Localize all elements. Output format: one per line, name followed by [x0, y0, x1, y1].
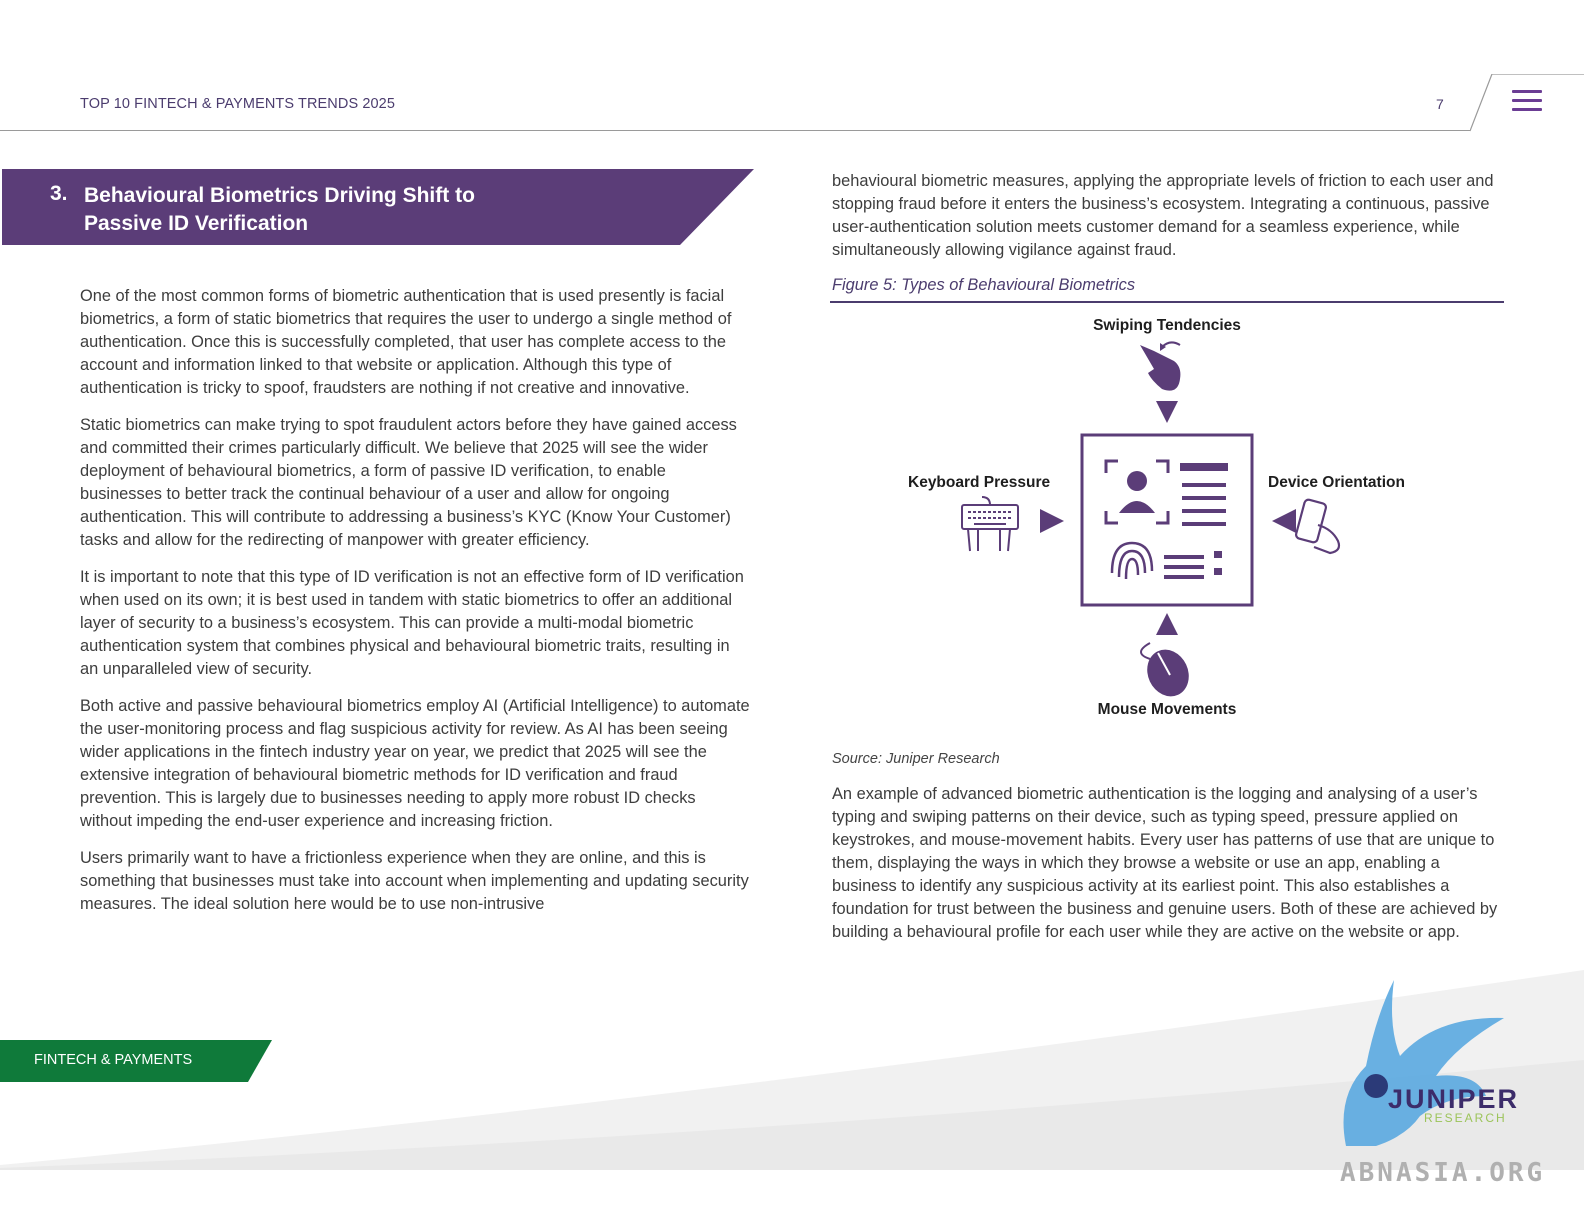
paragraph: Static biometrics can make trying to spo…: [80, 416, 737, 549]
menu-icon[interactable]: [1512, 90, 1542, 116]
footer-category-band: [0, 1040, 272, 1082]
section-heading: Behavioural Biometrics Driving Shift to …: [84, 184, 475, 235]
paragraph: One of the most common forms of biometri…: [80, 287, 732, 397]
figure-caption: Figure 5: Types of Behavioural Biometric…: [832, 276, 1136, 294]
paragraph: Users primarily want to have a frictionl…: [80, 849, 749, 913]
header-tab-shape: [1470, 74, 1584, 132]
right-column: behavioural biometric measures, applying…: [830, 170, 1504, 958]
logo-wordmark: JUNIPER: [1388, 1084, 1520, 1114]
section-banner: [2, 169, 754, 247]
face-scan-icon: [1104, 459, 1170, 525]
label-swiping-tendencies: Swiping Tendencies: [1093, 317, 1241, 334]
document-running-title: TOP 10 FINTECH & PAYMENTS TRENDS 2025: [80, 96, 396, 112]
behavioural-biometrics-figure: Swiping Tendencies Keyboard Pressure Dev…: [832, 303, 1504, 733]
arrow-right-icon: [1040, 509, 1064, 533]
arrow-up-icon: [1156, 613, 1178, 635]
juniper-research-logo: [1343, 980, 1504, 1146]
figure-diagram: [961, 341, 1341, 697]
figure-rule: [830, 301, 1504, 303]
mouse-icon: [1140, 642, 1189, 697]
paragraph: Both active and passive behavioural biom…: [80, 697, 750, 830]
swipe-hand-icon: [1140, 341, 1181, 391]
arrow-down-icon: [1156, 401, 1178, 423]
page-number: 7: [1436, 96, 1444, 112]
keyboard-icon: [961, 496, 1019, 552]
background-swoosh: [0, 970, 1584, 1170]
logo-subtitle: RESEARCH: [1424, 1111, 1507, 1125]
label-mouse-movements: Mouse Movements: [1097, 701, 1237, 718]
watermark: ABNASIA.ORG: [1340, 1158, 1546, 1188]
figure-source: Source: Juniper Research: [832, 751, 1000, 767]
section-number: 3.: [50, 182, 68, 205]
phone-icon: [1294, 498, 1341, 555]
paragraph: behavioural biometric measures, applying…: [832, 172, 1494, 259]
label-device-orientation: Device Orientation: [1268, 474, 1405, 491]
paragraph: An example of advanced biometric authent…: [832, 785, 1498, 941]
left-column: One of the most common forms of biometri…: [80, 285, 752, 930]
arrow-left-icon: [1272, 509, 1296, 533]
paragraph: It is important to note that this type o…: [80, 568, 744, 678]
footer-category-label: FINTECH & PAYMENTS: [34, 1052, 193, 1068]
label-keyboard-pressure: Keyboard Pressure: [908, 474, 1051, 491]
header-divider: [0, 130, 1470, 131]
fingerprint-icon: [1110, 541, 1154, 580]
